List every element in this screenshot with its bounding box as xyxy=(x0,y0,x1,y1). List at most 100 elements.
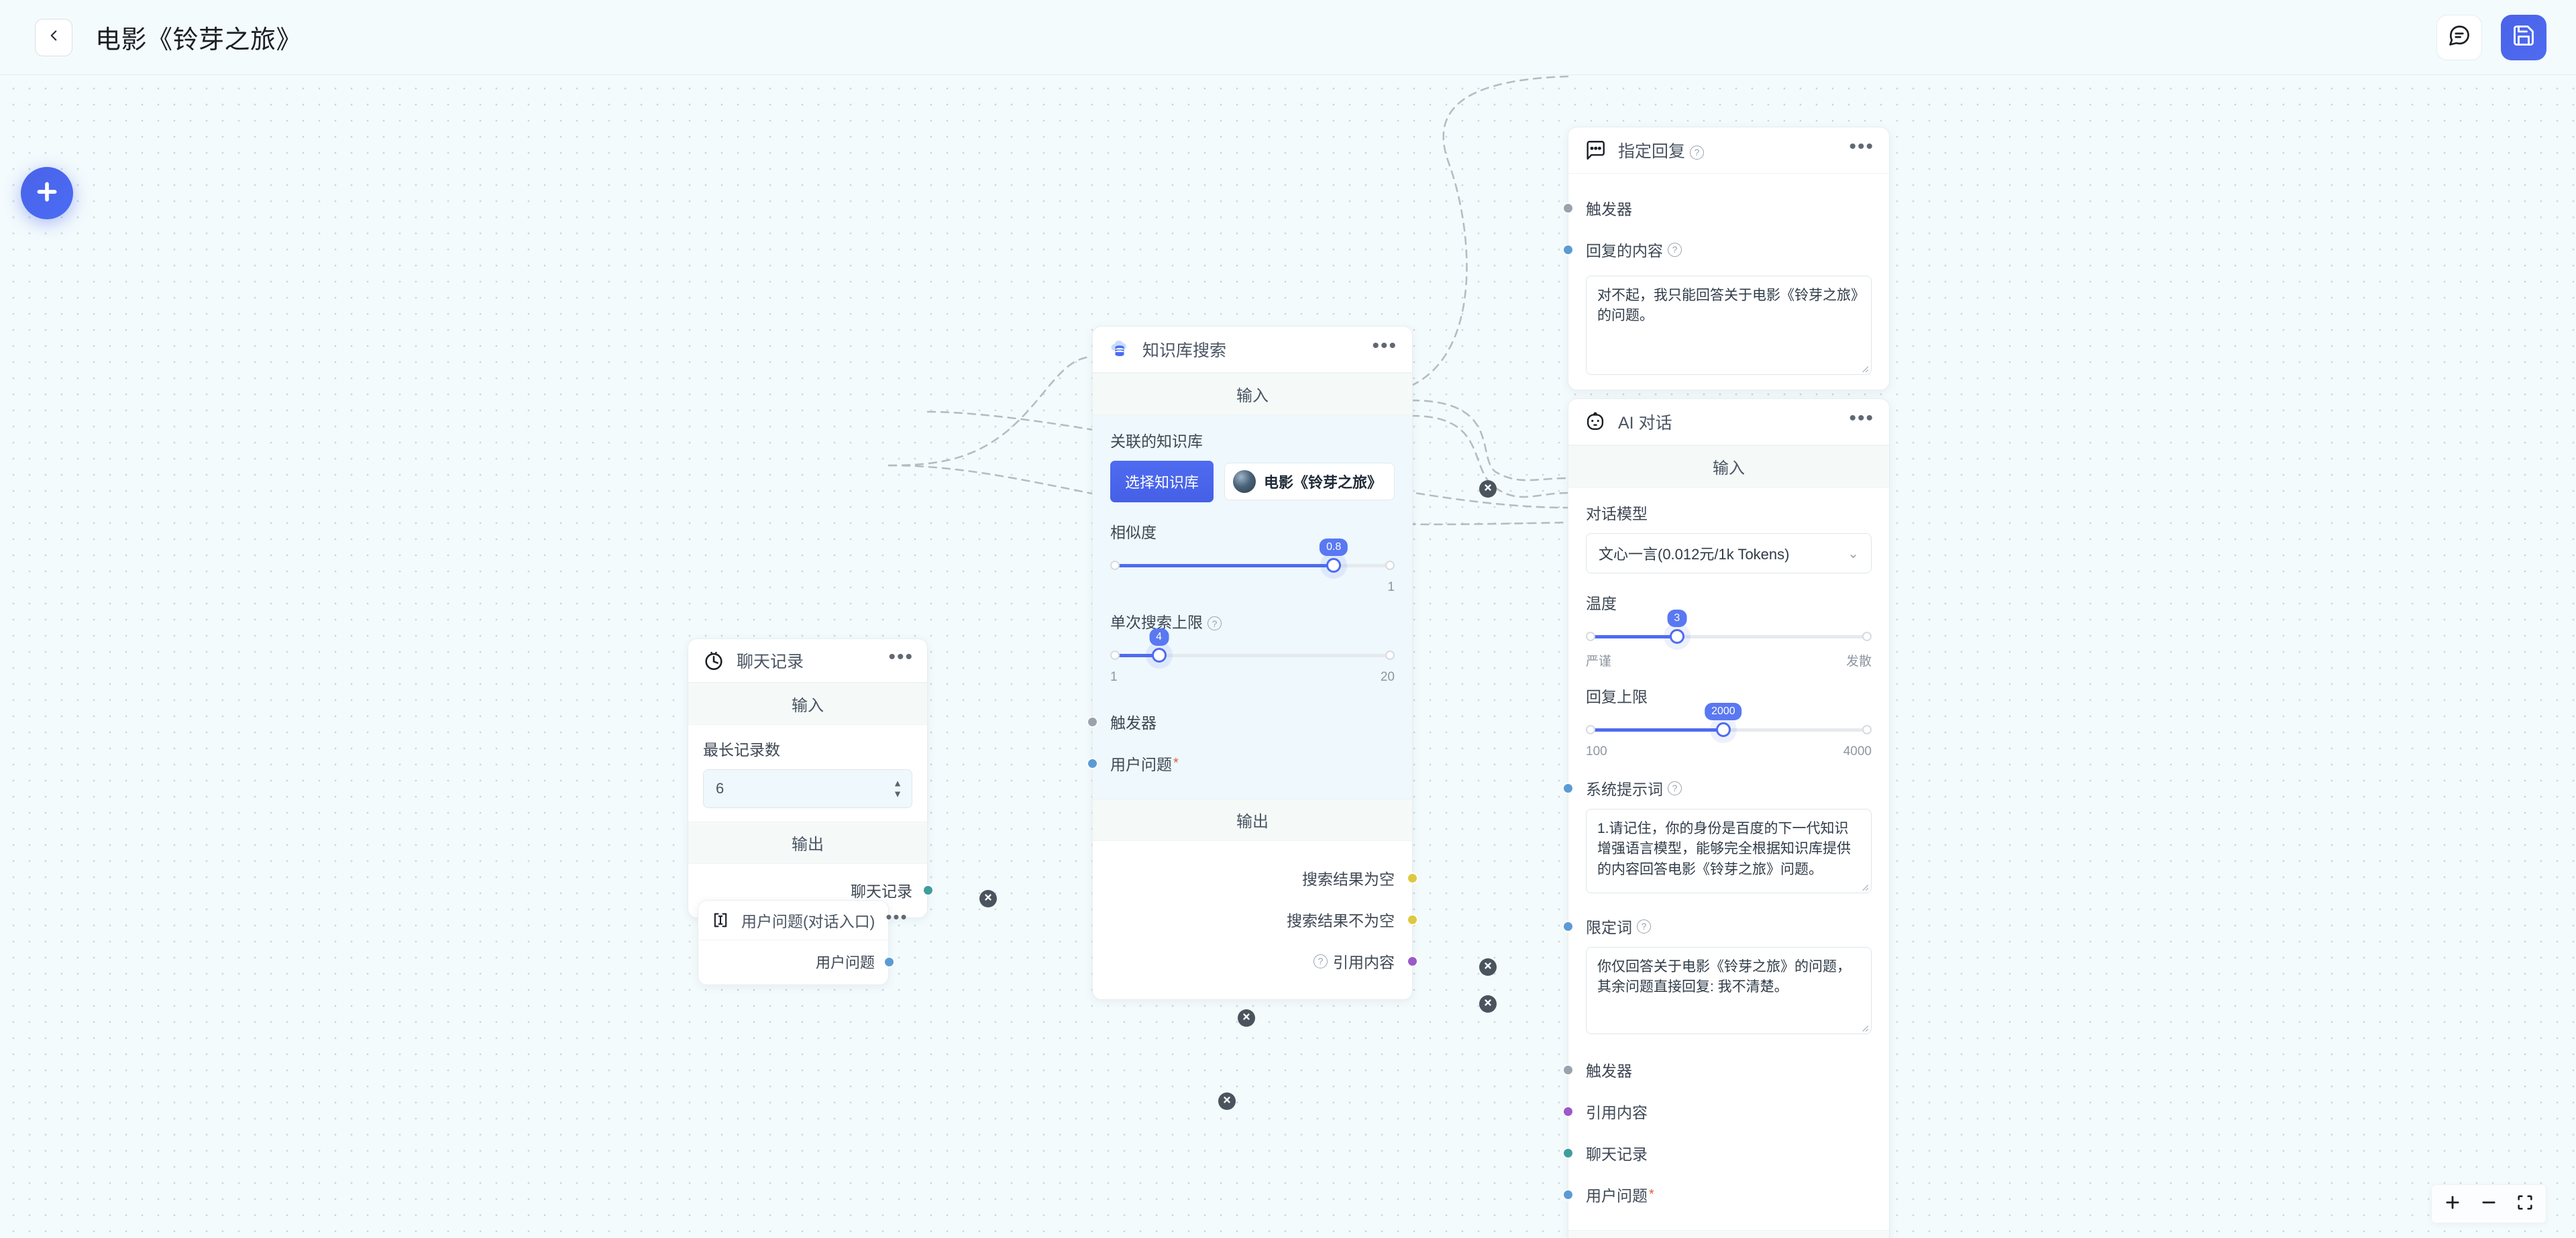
comment-button[interactable] xyxy=(2436,14,2482,60)
edge-empty-to-reply xyxy=(1410,75,1569,387)
edge-delete-button[interactable] xyxy=(1238,1009,1255,1027)
temperature-label: 温度 xyxy=(1586,595,1617,612)
port-dot[interactable] xyxy=(1087,716,1098,728)
close-icon xyxy=(1483,961,1493,974)
node-ai-chat[interactable]: AI 对话 ••• 输入 对话模型 文心一言(0.012元/1k Tokens)… xyxy=(1562,398,1890,1238)
node-kb-search[interactable]: 知识库搜索 ••• 输入 关联的知识库 选择知识库 电影《铃芽之旅》 相似度 xyxy=(1087,326,1418,1000)
max-records-stepper[interactable]: 6 ▲ ▼ xyxy=(703,769,912,808)
port-dot[interactable] xyxy=(1562,202,1574,214)
qualifier-field-wrap: 你仅回答关于电影《铃芽之旅》的问题，其余问题直接回复: 我不清楚。 xyxy=(1586,947,1872,1034)
system-prompt-textarea[interactable]: 1.请记住，你的身份是百度的下一代知识增强语言模型，能够完全根据知识库提供的内容… xyxy=(1586,809,1872,893)
output-section-label: 输出 xyxy=(1093,799,1412,841)
edge-delete-button[interactable] xyxy=(1479,480,1497,498)
search-limit-slider[interactable]: 4 1 20 xyxy=(1110,628,1395,685)
port-search-empty[interactable]: 搜索结果为空 xyxy=(1110,857,1418,899)
port-dot[interactable] xyxy=(1087,757,1098,769)
page-title: 电影《铃芽之旅》 xyxy=(95,26,303,54)
slider-max-label: 发散 xyxy=(1845,655,1872,669)
slider-min-dot xyxy=(1586,632,1595,641)
add-node-button[interactable] xyxy=(21,167,73,219)
save-floppy-icon xyxy=(2512,23,2536,51)
help-icon[interactable]: ? xyxy=(1668,781,1682,795)
port-qualifier[interactable]: 限定词 ? xyxy=(1562,905,1872,947)
port-dot[interactable] xyxy=(1407,913,1418,925)
stepper-arrows[interactable]: ▲ ▼ xyxy=(893,777,902,799)
similarity-slider[interactable]: 0.8 1 xyxy=(1110,539,1395,595)
port-system-prompt[interactable]: 系统提示词 ? xyxy=(1562,767,1872,809)
node-menu-button[interactable]: ••• xyxy=(1849,135,1874,158)
port-quote-content[interactable]: 引用内容 xyxy=(1562,1090,1872,1132)
back-button[interactable] xyxy=(35,18,72,56)
reply-limit-slider[interactable]: 2000 100 4000 xyxy=(1586,703,1872,759)
node-specified-reply[interactable]: 指定回复? ••• 触发器 回复的内容 ? 对不起，我只能回答关于电影《铃芽之旅… xyxy=(1562,127,1890,390)
max-records-value: 6 xyxy=(716,780,724,797)
chevron-down-icon[interactable]: ▼ xyxy=(893,788,902,799)
qualifier-textarea[interactable]: 你仅回答关于电影《铃芽之旅》的问题，其余问题直接回复: 我不清楚。 xyxy=(1586,947,1872,1034)
temperature-slider[interactable]: 3 严谨 发散 xyxy=(1586,610,1872,669)
port-label: 触发器 xyxy=(1110,714,1157,732)
node-menu-button[interactable]: ••• xyxy=(885,907,908,927)
port-dot[interactable] xyxy=(1407,872,1418,884)
port-label: 引用内容 xyxy=(1586,1104,1648,1121)
port-quote-content[interactable]: ? 引用内容 xyxy=(1110,940,1418,982)
reply-content-textarea[interactable]: 对不起，我只能回答关于电影《铃芽之旅》的问题。 xyxy=(1586,276,1872,375)
port-dot[interactable] xyxy=(922,884,934,896)
port-dot[interactable] xyxy=(1562,1064,1574,1076)
chevron-left-icon xyxy=(45,27,62,48)
kb-label: 关联的知识库 xyxy=(1110,433,1203,450)
cloud-database-icon xyxy=(1108,337,1132,361)
node-menu-button[interactable]: ••• xyxy=(1372,335,1397,357)
port-reply-content[interactable]: 回复的内容 ? xyxy=(1562,229,1872,270)
chevron-up-icon[interactable]: ▲ xyxy=(893,777,902,789)
port-chat-history-out[interactable]: 聊天记录 xyxy=(703,875,934,905)
port-dot[interactable] xyxy=(1562,243,1574,256)
slider-thumb[interactable] xyxy=(1326,558,1342,573)
edge-delete-button[interactable] xyxy=(979,890,997,907)
slider-thumb[interactable] xyxy=(1669,629,1684,644)
edge-delete-button[interactable] xyxy=(1218,1092,1236,1110)
port-user-question-out[interactable]: 用户问题 xyxy=(712,948,895,975)
node-user-question[interactable]: 用户问题(对话入口) ••• 用户问题 xyxy=(698,900,907,985)
slider-max-dot xyxy=(1862,632,1872,641)
knowledge-base-chip[interactable]: 电影《铃芽之旅》 xyxy=(1224,463,1395,500)
zoom-in-button[interactable] xyxy=(2434,1189,2471,1219)
help-icon[interactable]: ? xyxy=(1690,145,1705,160)
slider-thumb[interactable] xyxy=(1715,722,1731,737)
input-section-label: 输入 xyxy=(688,683,927,725)
fit-view-button[interactable] xyxy=(2507,1189,2543,1219)
edge-delete-button[interactable] xyxy=(1479,995,1497,1013)
port-search-non-empty[interactable]: 搜索结果不为空 xyxy=(1110,899,1418,940)
port-label: 用户问题 xyxy=(815,954,875,971)
slider-thumb[interactable] xyxy=(1151,648,1167,663)
port-trigger[interactable]: 触发器 xyxy=(1562,187,1872,229)
slider-min-dot xyxy=(1586,725,1595,734)
node-chat-history[interactable]: 聊天记录 ••• 输入 最长记录数 6 ▲ ▼ 输出 聊天记录 xyxy=(688,638,934,918)
select-knowledge-base-button[interactable]: 选择知识库 xyxy=(1110,461,1214,502)
port-user-question[interactable]: 用户问题* xyxy=(1562,1174,1872,1215)
port-dot[interactable] xyxy=(1562,1147,1574,1159)
model-select[interactable]: 文心一言(0.012元/1k Tokens) ⌄ xyxy=(1586,533,1872,573)
port-trigger[interactable]: 触发器 xyxy=(1087,701,1395,742)
node-menu-button[interactable]: ••• xyxy=(888,646,914,668)
port-dot[interactable] xyxy=(1562,782,1574,794)
edge-delete-button[interactable] xyxy=(1479,958,1497,976)
slider-max-dot xyxy=(1385,651,1395,660)
slider-max-dot xyxy=(1862,725,1872,734)
port-user-question[interactable]: 用户问题* xyxy=(1087,742,1395,784)
help-icon[interactable]: ? xyxy=(1668,242,1682,257)
workflow-canvas[interactable]: 指定回复? ••• 触发器 回复的内容 ? 对不起，我只能回答关于电影《铃芽之旅… xyxy=(0,75,2576,1238)
help-icon[interactable]: ? xyxy=(1208,616,1222,631)
save-button[interactable] xyxy=(2501,14,2546,60)
port-dot[interactable] xyxy=(1562,1188,1574,1200)
port-dot[interactable] xyxy=(1562,920,1574,932)
port-dot[interactable] xyxy=(883,956,895,968)
port-dot[interactable] xyxy=(1407,955,1418,967)
node-menu-button[interactable]: ••• xyxy=(1849,407,1874,429)
port-dot[interactable] xyxy=(1562,1105,1574,1117)
zoom-out-button[interactable] xyxy=(2471,1189,2507,1219)
port-chat-history[interactable]: 聊天记录 xyxy=(1562,1132,1872,1174)
help-icon[interactable]: ? xyxy=(1637,919,1651,934)
node-title: 知识库搜索 xyxy=(1142,341,1227,360)
port-trigger[interactable]: 触发器 xyxy=(1562,1049,1872,1090)
help-icon[interactable]: ? xyxy=(1313,954,1328,968)
